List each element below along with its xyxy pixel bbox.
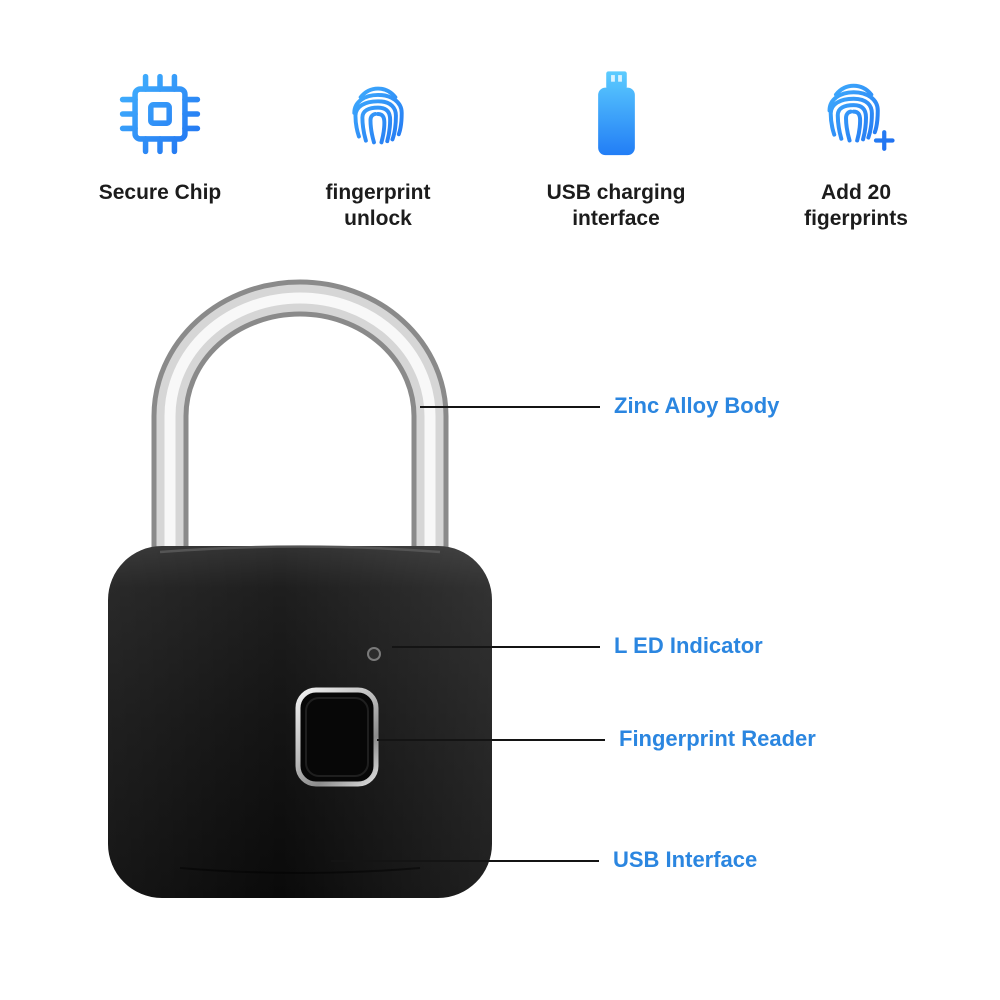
feature-usb-charging: USB charging interface bbox=[516, 54, 716, 233]
feature-label-fingerprint-unlock: fingerprint unlock bbox=[325, 181, 431, 231]
callout-line-usb-interface bbox=[331, 860, 599, 862]
callout-label-led-indicator: L ED Indicator bbox=[614, 633, 763, 658]
led-indicator bbox=[367, 647, 381, 661]
secure-chip-icon-wrap bbox=[118, 54, 202, 174]
body-top-rim bbox=[159, 545, 441, 554]
fingerprint-add-icon-wrap bbox=[816, 54, 896, 174]
usb-cover-seam bbox=[179, 867, 421, 874]
callout-label-zinc-alloy-body: Zinc Alloy Body bbox=[614, 393, 780, 418]
feature-label-add-fingerprints: Add 20 figerprints bbox=[804, 181, 908, 231]
callout-line-fingerprint-reader bbox=[377, 739, 605, 741]
callout-line-led-indicator bbox=[392, 646, 600, 648]
padlock-image bbox=[108, 279, 492, 898]
feature-label-secure-chip: Secure Chip bbox=[98, 181, 222, 204]
feature-add-fingerprints: Add 20 figerprints bbox=[756, 54, 956, 233]
fingerprint-reader bbox=[295, 687, 379, 787]
fingerprint-icon bbox=[352, 86, 404, 145]
callout-label-usb-interface: USB Interface bbox=[613, 847, 758, 872]
feature-fingerprint-unlock: fingerprint unlock bbox=[278, 54, 478, 233]
fingerprint-icon-wrap bbox=[341, 54, 415, 174]
secure-chip-icon bbox=[118, 72, 202, 156]
fingerprint-add-icon bbox=[827, 83, 895, 151]
usb-icon-wrap bbox=[590, 54, 643, 174]
usb-icon bbox=[597, 71, 635, 156]
callout-label-fingerprint-reader: Fingerprint Reader bbox=[619, 726, 816, 751]
feature-secure-chip: Secure Chip bbox=[60, 54, 260, 206]
feature-label-usb-charging: USB charging interface bbox=[546, 181, 686, 231]
padlock-shackle bbox=[151, 279, 449, 572]
callout-line-zinc-alloy-body bbox=[420, 406, 600, 408]
plus-icon bbox=[873, 130, 895, 151]
